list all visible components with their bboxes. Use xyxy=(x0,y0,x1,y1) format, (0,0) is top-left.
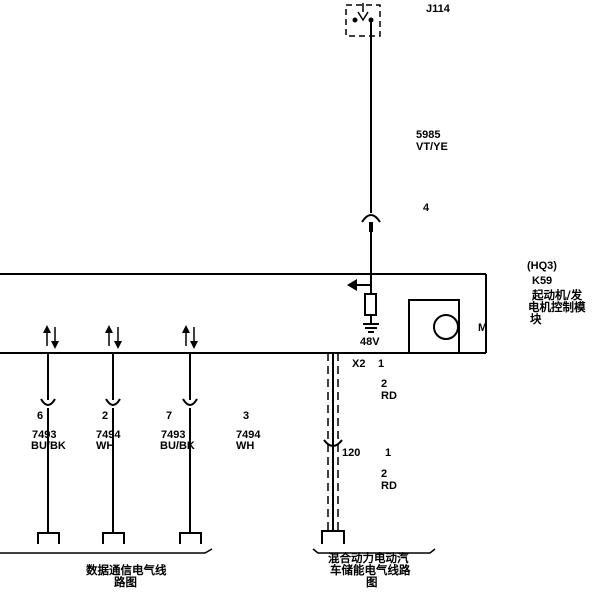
data-wire-7 xyxy=(179,325,202,544)
data-wire-6 xyxy=(37,325,60,544)
top-wire-circuit: 5985 xyxy=(416,129,440,141)
data-ref-line1: 数据通信电气线 xyxy=(86,563,167,577)
hv-lower-color: RD xyxy=(381,480,397,492)
option-code: (HQ3) xyxy=(527,260,557,272)
j114-connector-symbol xyxy=(345,3,381,37)
j114-label: J114 xyxy=(426,3,451,15)
x2-pin: 1 xyxy=(378,358,384,370)
data-wire-2 xyxy=(102,325,125,544)
inline-pin: 1 xyxy=(385,447,391,459)
module-name-line3: 块 xyxy=(530,312,542,326)
hv-ref-line2: 车储能电气线路 xyxy=(330,563,411,577)
hv-ref-line1: 混合动力电动汽 xyxy=(328,551,409,565)
hv-ref-bracket xyxy=(312,548,436,554)
module-id: K59 xyxy=(532,275,552,287)
internal-sense-circuit xyxy=(347,275,379,333)
data-wire-3-pin: 3 xyxy=(243,410,249,422)
module-name-line1: 起动机/发 xyxy=(531,288,583,302)
data-wire-3-color: WH xyxy=(236,440,254,452)
module-name-line2: 电机控制模 xyxy=(528,300,586,314)
voltage-label: 48V xyxy=(360,336,380,348)
data-wire-2-color: WH xyxy=(96,440,114,452)
data-wire-6-color: BU/BK xyxy=(31,440,66,452)
inline-connector: 120 xyxy=(342,447,360,459)
data-wire-7-pin: 7 xyxy=(166,410,172,422)
pin-4-connector xyxy=(361,214,381,275)
data-wire-2-pin: 2 xyxy=(102,410,108,422)
motor-label: M xyxy=(478,322,487,334)
hv-lower-pin: 2 xyxy=(381,468,387,480)
pin-4-label: 4 xyxy=(423,202,430,214)
data-wire-7-color: BU/BK xyxy=(160,440,195,452)
data-ref-line2: 路图 xyxy=(114,575,137,589)
data-wire-7-circuit: 7493 xyxy=(161,429,185,441)
data-wire-6-pin: 6 xyxy=(37,410,43,422)
hv-wire xyxy=(321,353,345,544)
data-ref-bracket xyxy=(0,548,213,554)
hv-upper-color: RD xyxy=(381,390,397,402)
hv-upper-pin: 2 xyxy=(381,378,387,390)
motor-symbol xyxy=(408,299,460,354)
data-wire-6-circuit: 7493 xyxy=(32,429,56,441)
x2-connector: X2 xyxy=(352,358,365,370)
data-wire-3-circuit: 7494 xyxy=(236,429,261,441)
hv-ref-line3: 图 xyxy=(366,575,378,589)
k59-module-box xyxy=(0,273,487,354)
data-wire-2-circuit: 7494 xyxy=(96,429,121,441)
top-wire-color: VT/YE xyxy=(416,141,448,153)
